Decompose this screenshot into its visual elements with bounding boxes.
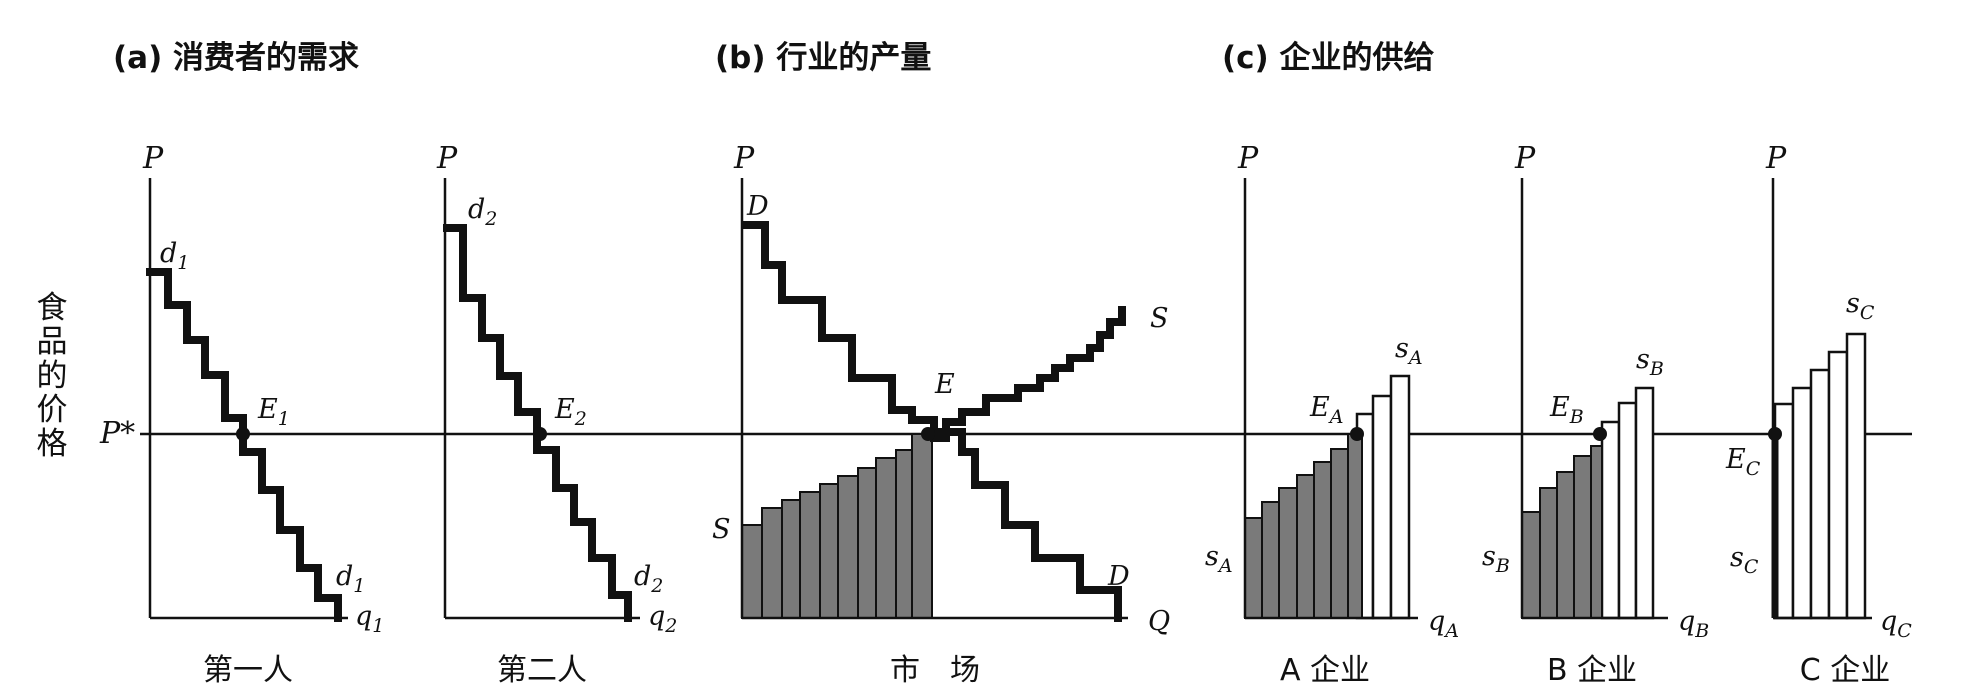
equilibrium-point-e2: [533, 427, 547, 441]
title-industry-output: (b) 行业的产量: [715, 40, 931, 76]
firm-b-supply-outline: [1600, 386, 1655, 620]
panel-market: P D D S S E Q 市 场: [712, 141, 1170, 688]
label-d2-top: d2: [468, 194, 497, 230]
label-supply-top: S: [1150, 303, 1169, 334]
panel-firm-c: P EC sC sC qC C 企业: [1725, 141, 1912, 688]
label-d1-top: d1: [160, 238, 189, 274]
price-axis-label-firm-b: P: [1514, 141, 1536, 176]
demand-curve-d1: [146, 268, 342, 622]
supply-curve-market: [930, 306, 1126, 442]
label-d1-bottom: d1: [336, 561, 365, 597]
label-supply-bottom: S: [712, 514, 731, 545]
demand-curve-market: [741, 221, 1122, 622]
y-axis-char-1: 食: [37, 290, 68, 326]
label-d2-bottom: d2: [634, 561, 663, 597]
label-ec: EC: [1725, 444, 1761, 480]
equilibrium-price-label: P*: [99, 416, 135, 451]
equilibrium-point-e1: [236, 427, 250, 441]
label-e1: E1: [257, 394, 290, 430]
x-axis-label-qa: qA: [1428, 606, 1459, 642]
y-axis-char-5: 格: [37, 426, 68, 462]
panel-firm-b: P EB sB sB qB B 企业: [1482, 141, 1709, 688]
market-supply-bars: [741, 433, 933, 619]
price-axis-label-person2: P: [436, 141, 458, 176]
demand-curve-d2: [443, 224, 632, 622]
label-sc-bottom: sC: [1730, 542, 1759, 578]
x-axis-label-qb: qB: [1678, 606, 1709, 642]
panel-firm-a: P EA sA sA qA A 企业: [1205, 141, 1459, 688]
x-axis-label-q: Q: [1148, 606, 1170, 637]
caption-person2: 第二人: [497, 653, 587, 688]
firm-c-supply-outline: [1773, 332, 1867, 620]
label-sc-top: sC: [1846, 288, 1875, 324]
price-axis-label-firm-a: P: [1237, 141, 1259, 176]
equilibrium-point-e: [921, 427, 935, 441]
y-axis-char-2: 品: [37, 324, 68, 360]
caption-firm-b: B 企业: [1547, 653, 1637, 688]
y-axis-char-4: 价: [37, 392, 68, 428]
price-axis-label-market: P: [733, 141, 755, 176]
title-firm-supply: (c) 企业的供给: [1222, 40, 1435, 76]
caption-firm-a: A 企业: [1280, 653, 1370, 688]
caption-market: 市 场: [890, 653, 980, 688]
x-axis-label-qc: qC: [1880, 606, 1912, 642]
equilibrium-point-ea: [1350, 427, 1364, 441]
label-sb-top: sB: [1636, 344, 1664, 380]
label-ea: EA: [1309, 392, 1343, 428]
label-demand-top: D: [746, 191, 769, 222]
label-e2: E2: [554, 394, 587, 430]
caption-person1: 第一人: [203, 653, 293, 688]
y-axis-label: 食 品 的 价 格: [37, 290, 68, 462]
title-consumer-demand: (a) 消费者的需求: [113, 40, 359, 76]
price-axis-label-person1: P: [142, 141, 164, 176]
y-axis-char-3: 的: [37, 358, 68, 394]
label-sa-bottom: sA: [1205, 541, 1233, 577]
firm-a-supply-bars: [1244, 433, 1363, 619]
caption-firm-c: C 企业: [1800, 653, 1890, 688]
firm-a-supply-outline: [1355, 374, 1411, 620]
panel-person1: P d1 E1 d1 q1 第一人: [142, 141, 384, 688]
firm-b-supply-bars: [1521, 445, 1603, 619]
x-axis-label-q2: q2: [648, 601, 677, 637]
label-sb-bottom: sB: [1482, 541, 1510, 577]
label-e: E: [934, 369, 955, 400]
equilibrium-point-eb: [1593, 427, 1607, 441]
label-eb: EB: [1549, 392, 1584, 428]
equilibrium-point-ec: [1768, 427, 1782, 441]
price-axis-label-firm-c: P: [1765, 141, 1787, 176]
panel-person2: P d2 E2 d2 q2 第二人: [436, 141, 677, 688]
label-sa-top: sA: [1395, 333, 1423, 369]
x-axis-label-q1: q1: [355, 601, 384, 637]
label-demand-bottom: D: [1107, 561, 1130, 592]
